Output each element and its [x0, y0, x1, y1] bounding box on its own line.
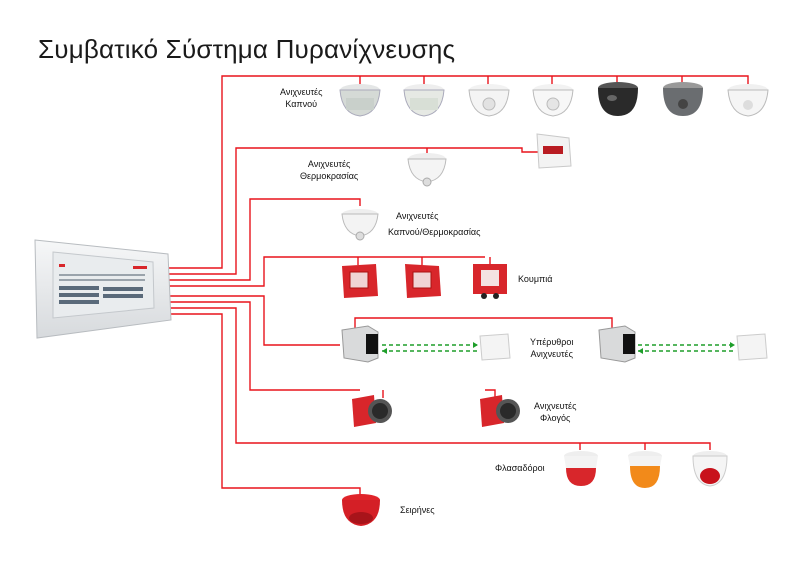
ir-beam-2: [638, 344, 735, 352]
combo-label-line1: Ανιχνευτές: [396, 211, 439, 221]
smoke-detector-3: [468, 84, 510, 117]
wire-heat: [168, 147, 540, 275]
heat-label-line1: Ανιχνευτές: [307, 159, 351, 169]
beacon-red: [564, 451, 598, 486]
wire-buttons: [168, 256, 485, 287]
fire-control-panel: [34, 239, 172, 339]
ir-label-line2: Ανιχνευτές: [530, 349, 573, 359]
smoke-label-line2: Καπνού: [285, 99, 318, 109]
heat-label-line2: Θερμοκρασίας: [300, 171, 359, 181]
buttons-label: Κουμπιά: [518, 274, 553, 284]
flame-detector-1: [352, 395, 392, 427]
smoke-label-line1: Ανιχνευτές: [280, 87, 323, 97]
ir-detectors-label: Υπέρυθροι Ανιχνευτές: [530, 336, 573, 360]
siren: [342, 494, 380, 526]
smoke-detector-4: [532, 84, 574, 117]
smoke-detector-5: [598, 82, 638, 116]
wire-ir: [168, 295, 340, 346]
flame-detectors-label: Ανιχνευτές Φλογός: [534, 400, 576, 424]
manual-call-point-3: [473, 264, 507, 299]
combo-label-line2: Καπνού/Θερμοκρασίας: [388, 227, 481, 237]
heat-detectors-label: Ανιχνευτές Θερμοκρασίας: [300, 158, 358, 182]
beacons-label: Φλασαδόροι: [495, 463, 545, 473]
smoke-heat-detector: [341, 209, 379, 241]
wire-beacons: [168, 307, 711, 450]
wire-ir-top: [354, 317, 613, 330]
smoke-detector-1: [339, 84, 381, 117]
diagram-title: Συμβατικό Σύστημα Πυρανίχνευσης: [38, 34, 456, 64]
wire-sirens: [168, 313, 361, 495]
flame-label-line1: Ανιχνευτές: [534, 401, 577, 411]
beam-transmitter-2: [598, 325, 636, 363]
combo-detectors-label: Ανιχνευτές Καπνού/Θερμοκρασίας: [388, 210, 480, 238]
sirens-label: Σειρήνες: [400, 505, 435, 515]
manual-call-point-2: [405, 264, 441, 298]
beam-reflector-1: [479, 333, 511, 361]
smoke-detectors-label: Ανιχνευτές Καπνού: [280, 86, 322, 110]
flame-label-line2: Φλογός: [540, 413, 571, 423]
wire-flame: [168, 301, 360, 391]
flame-detector-2: [480, 395, 520, 427]
smoke-detector-6: [663, 82, 703, 116]
smoke-detector-2: [403, 84, 445, 117]
wire-smoke: [168, 75, 749, 269]
manual-call-point-1: [342, 264, 378, 298]
beacon-amber: [628, 451, 662, 488]
heat-detector: [407, 153, 447, 187]
beam-reflector-2: [736, 333, 768, 361]
smoke-detector-7: [727, 84, 769, 117]
beam-transmitter-1: [341, 325, 379, 363]
ir-label-line1: Υπέρυθροι: [530, 337, 574, 347]
ir-beam-1: [382, 344, 478, 352]
wire-combo: [168, 198, 361, 281]
relay-unit: [536, 133, 572, 169]
beacon-white-red: [692, 451, 728, 487]
